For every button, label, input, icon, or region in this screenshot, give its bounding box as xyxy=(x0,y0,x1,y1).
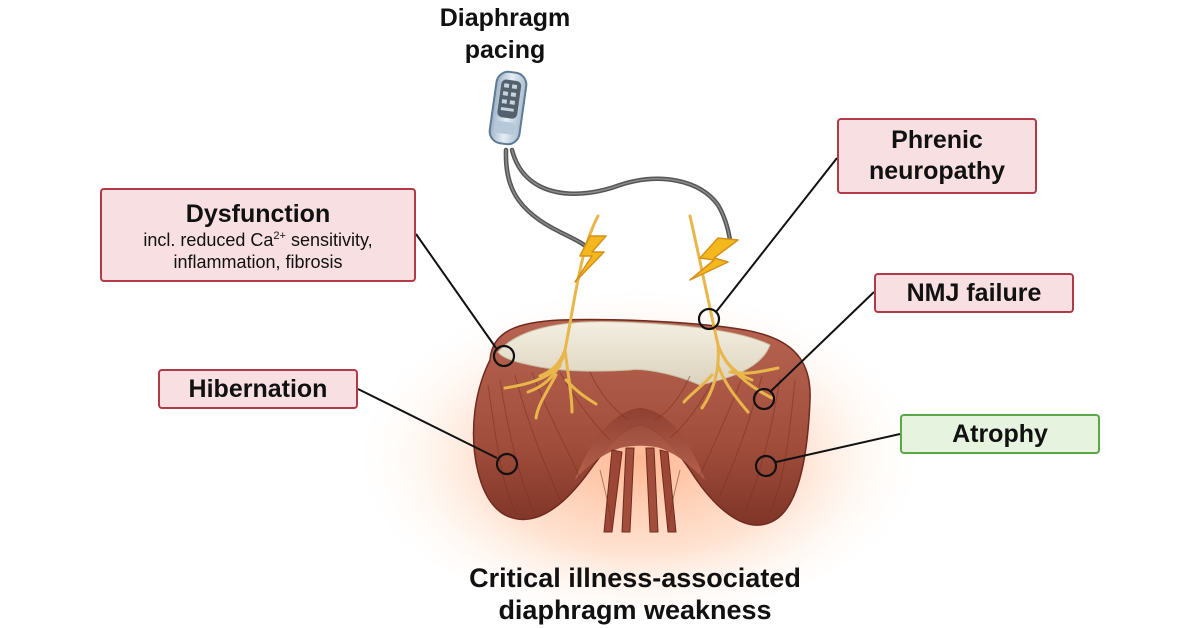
phrenic-line1: Phrenic xyxy=(891,126,983,154)
dysfunction-detail-sup: 2+ xyxy=(273,230,286,242)
dysfunction-detail-pre: incl. reduced Ca xyxy=(143,230,274,250)
callout-markers xyxy=(492,307,778,478)
caption-line2: diaphragm weakness xyxy=(498,595,772,625)
hibernation-label: Hibernation xyxy=(158,369,358,409)
dysfunction-detail-line2: inflammation, fibrosis xyxy=(173,252,343,272)
pacing-device-icon xyxy=(488,70,528,146)
hibernation-text: Hibernation xyxy=(188,374,328,403)
dysfunction-title: Dysfunction xyxy=(185,200,331,228)
atrophy-label: Atrophy xyxy=(900,414,1100,454)
pacing-title-line1: Diaphragm xyxy=(439,4,571,32)
nmj-failure-label: NMJ failure xyxy=(874,273,1074,313)
pacing-title-line2: pacing xyxy=(464,36,546,64)
phrenic-neuropathy-label: Phrenic neuropathy xyxy=(837,118,1037,194)
nmj-text: NMJ failure xyxy=(906,278,1042,307)
atrophy-text: Atrophy xyxy=(952,419,1048,448)
pacing-cables xyxy=(503,147,733,253)
caption-line1: Critical illness-associated xyxy=(469,563,801,593)
phrenic-line2: neuropathy xyxy=(868,157,1006,185)
diagram-caption: Critical illness-associated diaphragm we… xyxy=(380,562,890,626)
dysfunction-detail-post: sensitivity, xyxy=(285,230,373,250)
dysfunction-label: Dysfunction incl. reduced Ca2+ sensitivi… xyxy=(100,188,416,282)
callout-lines xyxy=(357,157,901,463)
dysfunction-detail-line1: incl. reduced Ca2+ sensitivity, xyxy=(143,229,372,251)
pacing-title: Diaphragm pacing xyxy=(400,2,610,66)
lightning-bolt-icon xyxy=(689,237,739,281)
lightning-bolt-icon xyxy=(574,235,607,283)
